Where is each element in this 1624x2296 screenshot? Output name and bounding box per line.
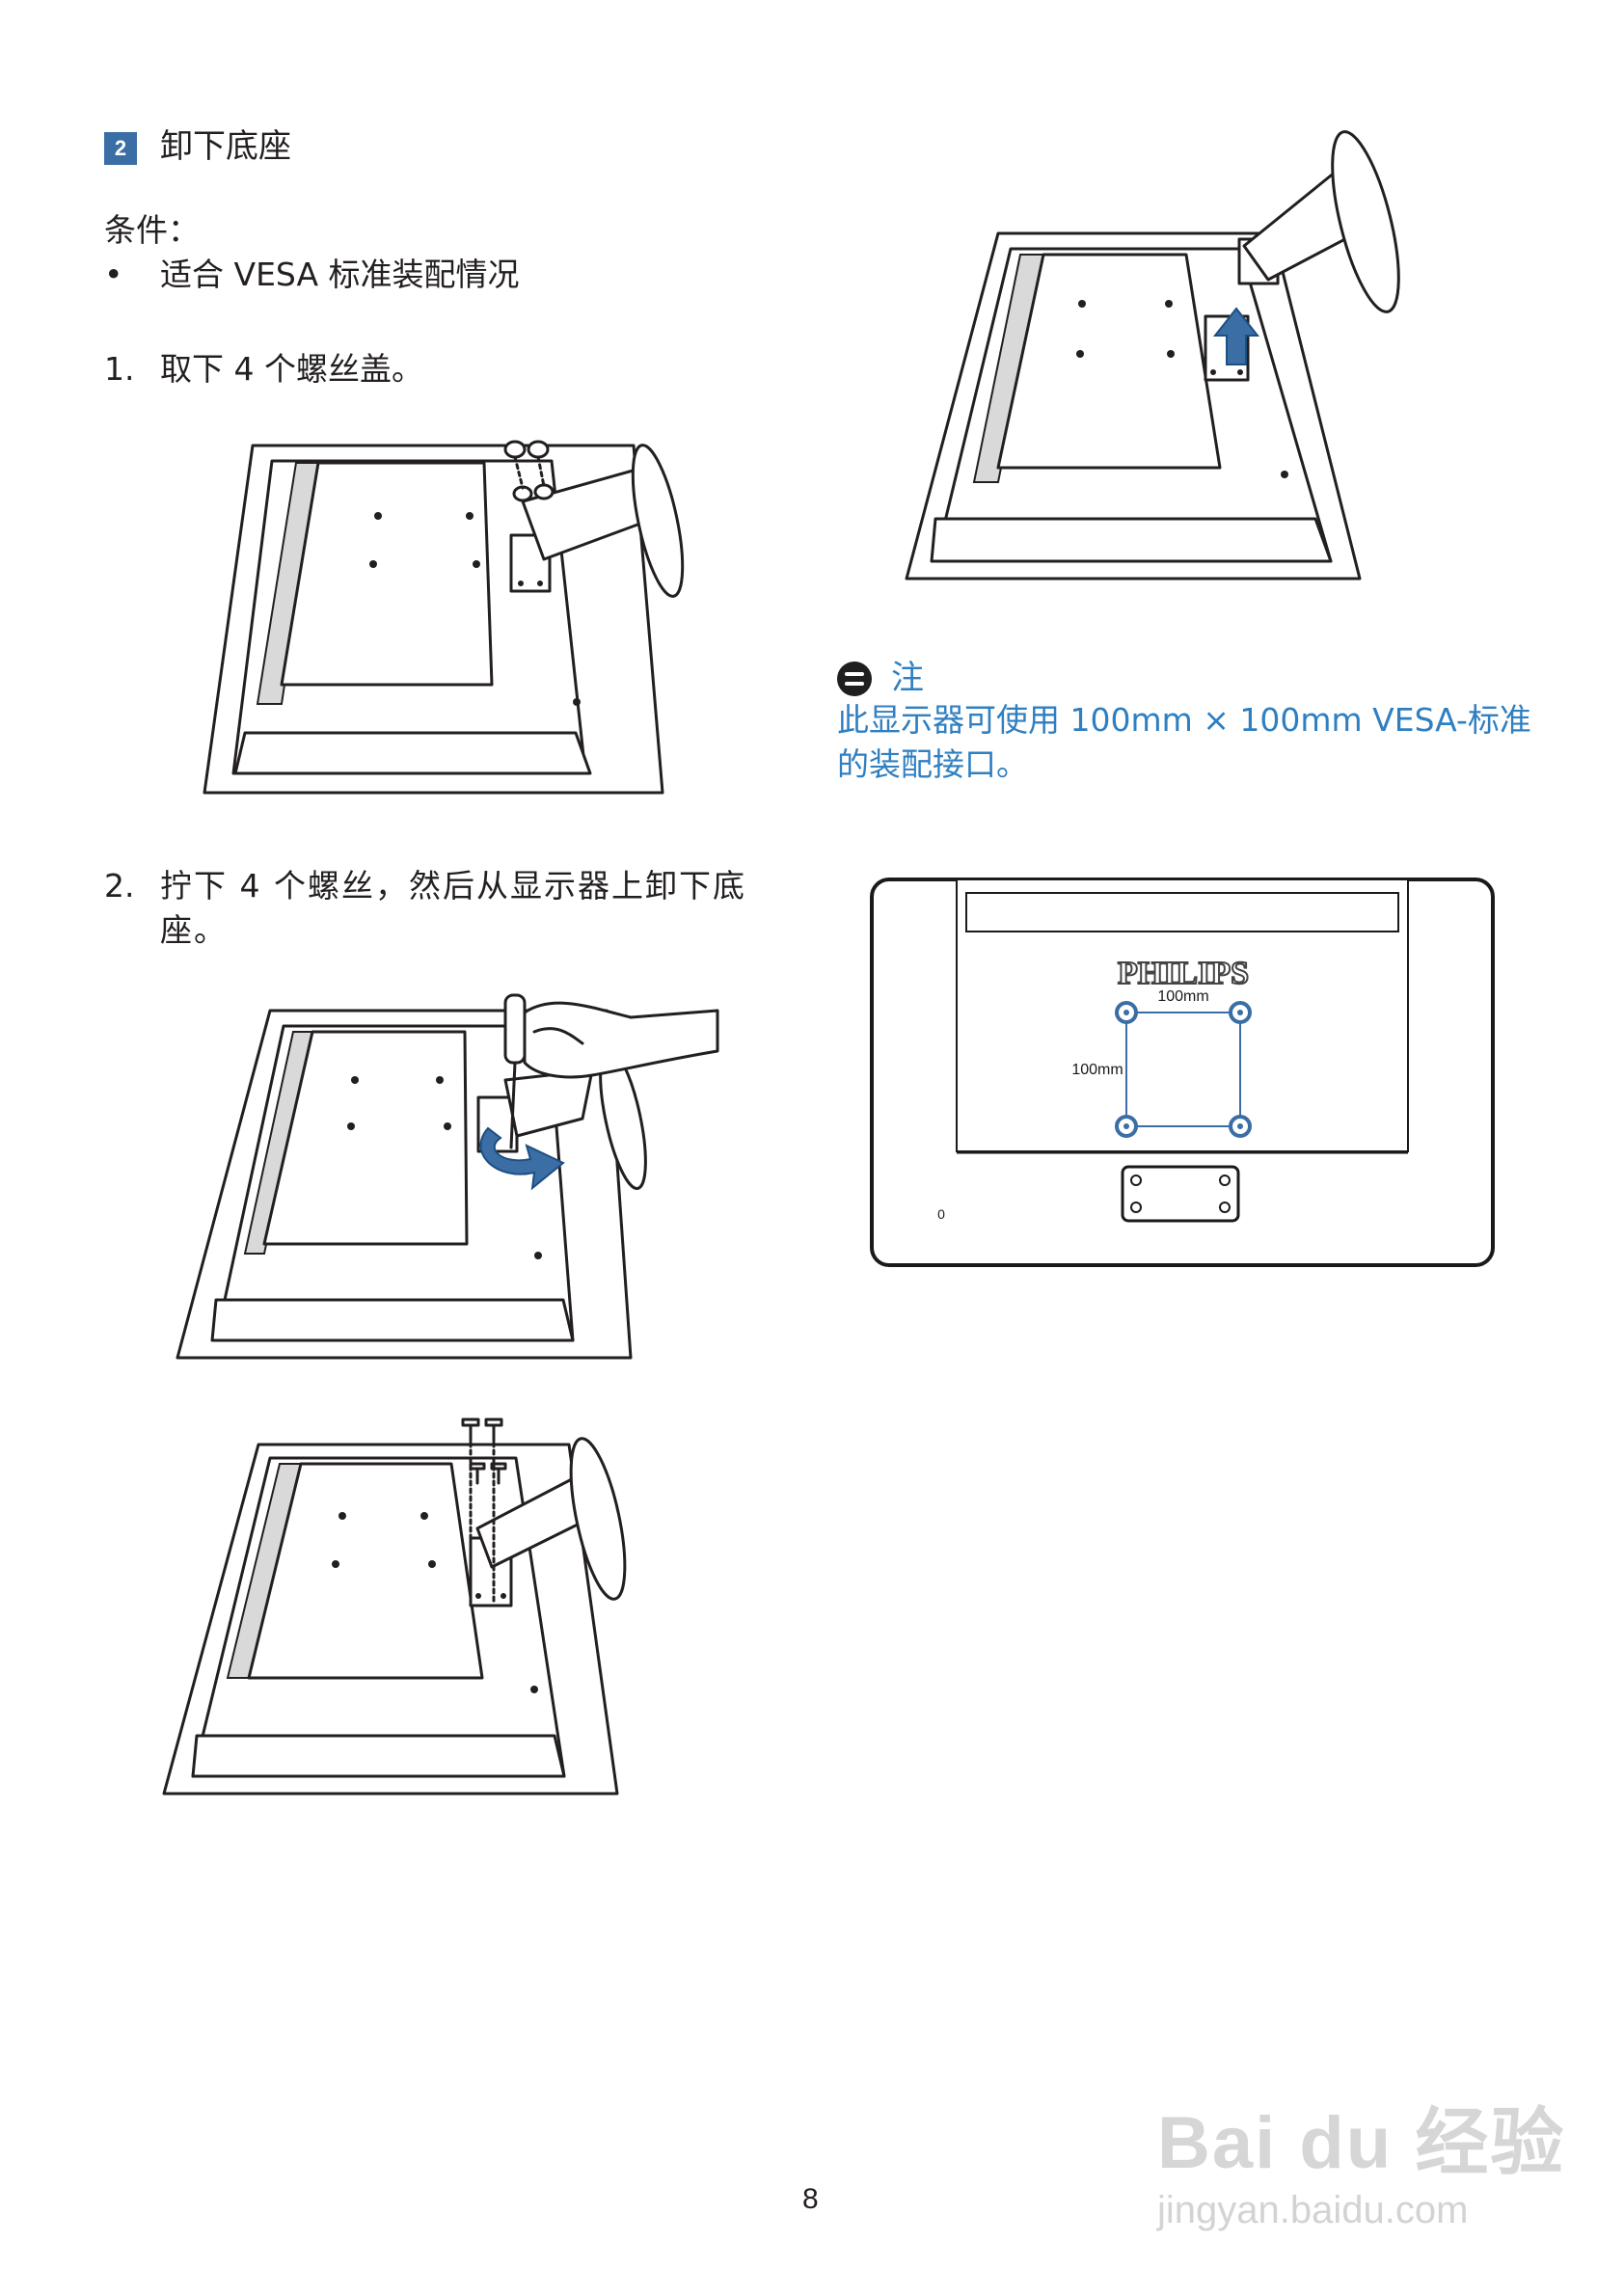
conditions-label: 条件： — [104, 211, 200, 249]
vesa-side-mark: 0 — [937, 1206, 945, 1222]
note-title: 注 — [891, 659, 924, 697]
figure-vesa-back: PHILIPS 100mm 100mm 0 — [870, 878, 1495, 1267]
rotate-arrow-icon — [479, 1126, 565, 1191]
note-text: 此显示器可使用 100mm × 100mm VESA-标准的装配接口。 — [837, 701, 1531, 783]
section-title: 卸下底座 — [160, 127, 291, 166]
step-1-text: 取下 4 个螺丝盖。 — [160, 350, 423, 388]
step-1-number: 1. — [104, 350, 135, 388]
page-number: 8 — [802, 2183, 819, 2215]
note-icon — [837, 662, 872, 696]
step-2-text: 拧下 4 个螺丝，然后从显示器上卸下底座。 — [160, 867, 746, 949]
bullet-dot: • — [104, 256, 123, 293]
watermark-url: jingyan.baidu.com — [1157, 2189, 1469, 2231]
watermark-main-text: Bai du 经验 — [1157, 2102, 1566, 2184]
condition-item: 适合 VESA 标准装配情况 — [160, 256, 520, 293]
figure-screws-removed — [162, 1418, 627, 1796]
figure-unscrew — [176, 993, 719, 1360]
hand-screwdriver-icon — [503, 993, 719, 1149]
screw-icon — [461, 1418, 507, 1603]
watermark-logo: Bai du 经验 — [1157, 2083, 1565, 2189]
vesa-brand-logo: PHILIPS — [1118, 956, 1249, 991]
figure-remove-screw-covers — [203, 440, 685, 795]
section-number-badge: 2 — [104, 132, 137, 165]
step-2-number: 2. — [104, 867, 135, 905]
vesa-height-label: 100mm — [1071, 1062, 1123, 1078]
arrow-up-icon — [1212, 307, 1260, 365]
figure-remove-stand — [905, 130, 1400, 581]
vesa-width-label: 100mm — [1157, 988, 1208, 1005]
